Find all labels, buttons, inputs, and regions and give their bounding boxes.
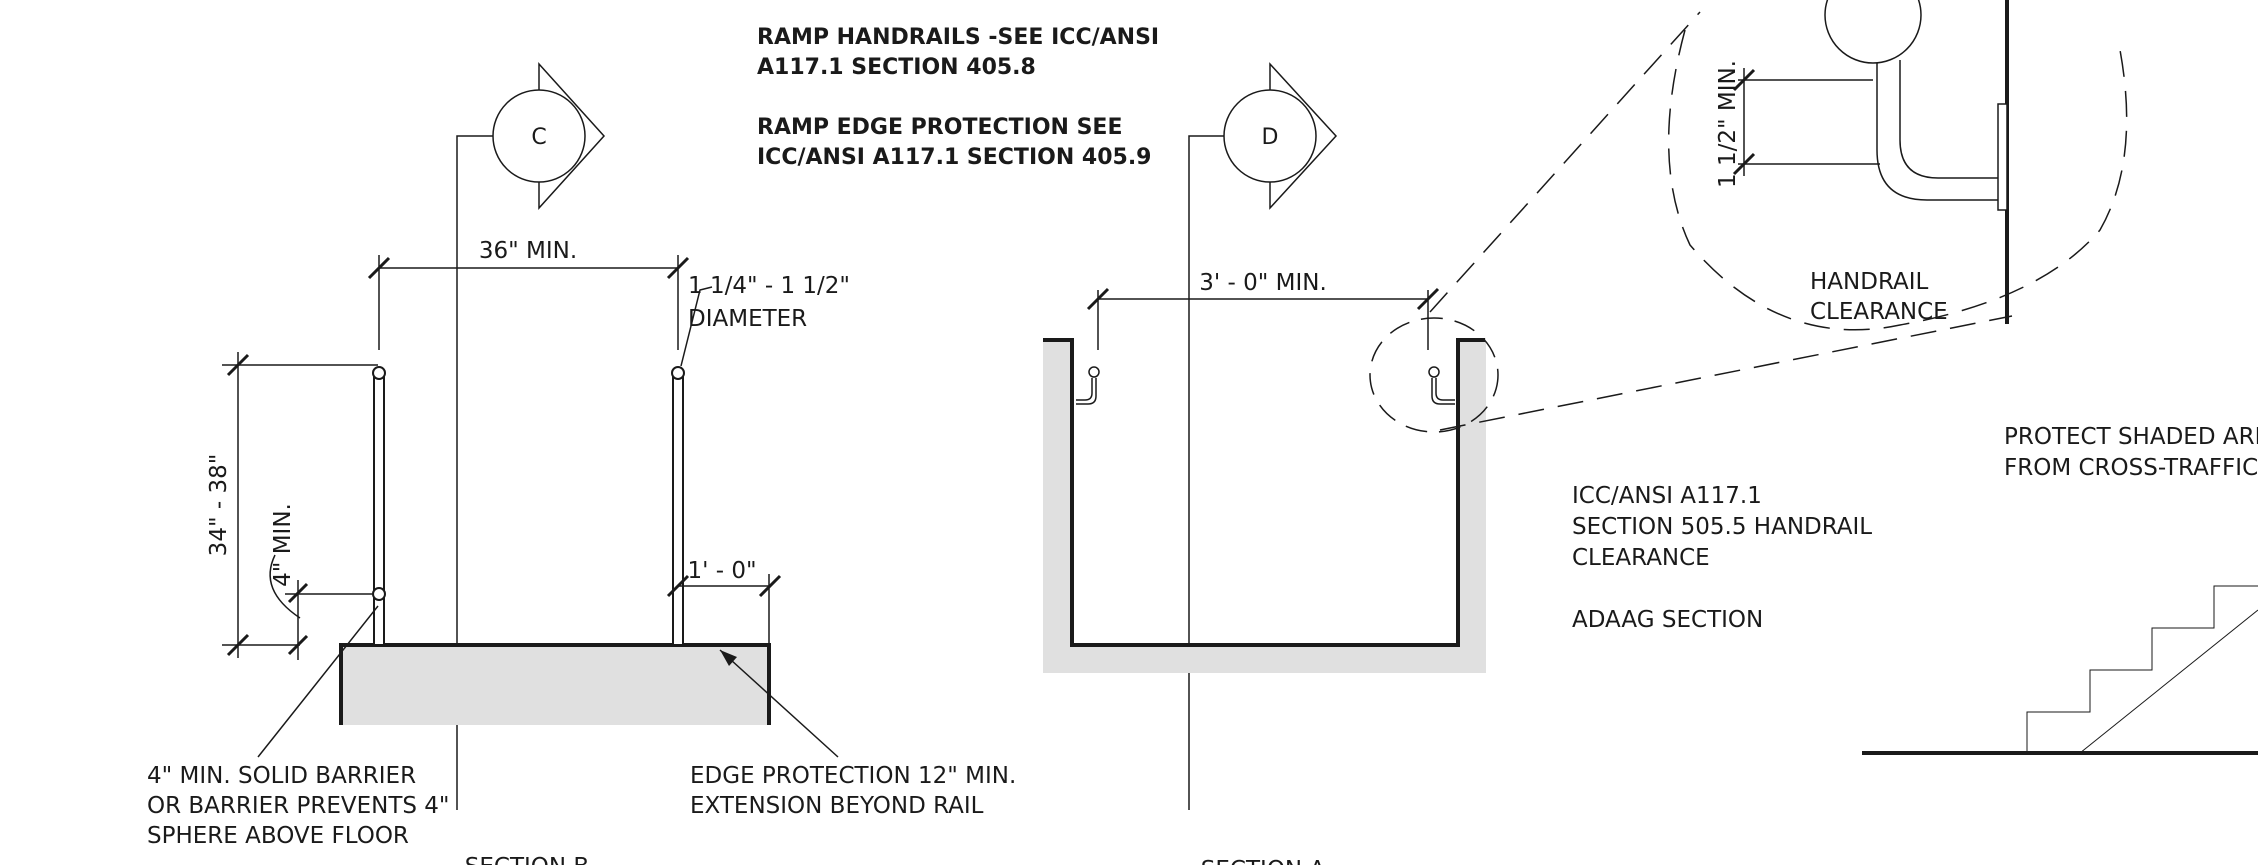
- ramp-surface-b: [339, 643, 771, 725]
- stair-nosing-line: [2079, 609, 2258, 754]
- section-a-title: SECTION A: [1201, 857, 1326, 865]
- detail-label-line2: CLEARANCE: [1810, 299, 1948, 325]
- detail-clearance-dimension: [1738, 68, 1880, 176]
- detail-label-line1: HANDRAIL: [1810, 269, 1929, 295]
- dimension-3-0-min-label: 3' - 0" MIN.: [1199, 270, 1327, 296]
- detail-enlarged-circle: [1667, 29, 2128, 331]
- detail-reference-line1: ICC/ANSI A117.1: [1572, 483, 1762, 509]
- dimension-36-min-label: 36" MIN.: [479, 238, 577, 264]
- barrier-leader: [257, 605, 379, 758]
- note-edge-line2: ICC/ANSI A117.1 SECTION 405.9: [757, 145, 1152, 170]
- edge-leader-arrow: [720, 650, 737, 666]
- dimension-4-min-label: 4" MIN.: [270, 503, 296, 587]
- note-handrails-line2: A117.1 SECTION 405.8: [757, 55, 1036, 80]
- edge-note-line2: EXTENSION BEYOND RAIL: [690, 793, 984, 819]
- handrail-top-right: [671, 366, 685, 380]
- ramp-profile-a: [1043, 338, 1485, 647]
- general-notes: RAMP HANDRAILS -SEE ICC/ANSI A117.1 SECT…: [757, 25, 1159, 170]
- section-marker-c-label: C: [531, 125, 546, 150]
- detail-reference-line2: SECTION 505.5 HANDRAIL: [1572, 514, 1872, 540]
- section-a: D 3' - 0" MIN. SECTION A: [1043, 62, 1499, 865]
- ramp-walls-shading: [1043, 338, 1486, 673]
- detail-handrail-bracket: [1876, 60, 1998, 201]
- lower-rail-left: [372, 587, 386, 601]
- detail-reference-line3: CLEARANCE: [1572, 545, 1710, 571]
- section-cut-line-d: [1188, 135, 1224, 810]
- section-marker-d-label: D: [1262, 125, 1279, 150]
- diameter-note-line2: DIAMETER: [688, 306, 807, 332]
- stair-detail: PROTECT SHADED AREA FROM CROSS-TRAFFIC: [1862, 424, 2258, 755]
- detail-callout-circle: [1369, 317, 1499, 433]
- detail-clearance-dimension-label: 1 1/2" MIN.: [1715, 60, 1741, 188]
- dimension-3-0-min: 3' - 0" MIN.: [1086, 270, 1440, 350]
- edge-leader: [719, 649, 839, 758]
- note-handrails-line1: RAMP HANDRAILS -SEE ICC/ANSI: [757, 25, 1159, 50]
- stair-note-line1: PROTECT SHADED AREA: [2004, 424, 2258, 450]
- dimension-36-min: 36" MIN.: [367, 238, 690, 350]
- detail-handrail-section: [1824, 0, 1922, 64]
- wall-handrail-left: [1076, 378, 1097, 405]
- dimension-1-0: 1' - 0": [666, 558, 782, 645]
- section-marker-d: [1223, 89, 1317, 183]
- wall-handrail-right-top: [1428, 366, 1440, 378]
- barrier-note-line2: OR BARRIER PREVENTS 4": [147, 793, 450, 819]
- dimension-34-38-label: 34" - 38": [206, 454, 232, 557]
- dimension-4-min: 4" MIN.: [269, 503, 372, 660]
- stair-steps: [2026, 585, 2258, 753]
- section-b: C 36" MIN. 1 1/4" - 1 1/2" DIAMETER 34" …: [147, 62, 1016, 865]
- handrail-post-right: [672, 372, 684, 646]
- handrail-top-left: [372, 366, 386, 380]
- wall-handrail-left-top: [1088, 366, 1100, 378]
- edge-note-line1: EDGE PROTECTION 12" MIN.: [690, 763, 1016, 789]
- handrail-clearance-detail: 1 1/2" MIN. HANDRAIL CLEARANCE ICC/ANSI …: [1429, 0, 2128, 633]
- detail-adaag: ADAAG SECTION: [1572, 607, 1763, 633]
- stair-note-line2: FROM CROSS-TRAFFIC: [2004, 455, 2258, 481]
- barrier-note-line3: SPHERE ABOVE FLOOR: [147, 823, 409, 849]
- dimension-34-38: 34" - 38": [206, 352, 378, 658]
- handrail-post-left: [373, 372, 385, 646]
- detail-leader-upper: [1429, 11, 1701, 313]
- floor-shading-b: [341, 645, 769, 725]
- diameter-note-line1: 1 1/4" - 1 1/2": [688, 273, 850, 299]
- section-marker-c: [492, 89, 586, 183]
- diameter-leader: [680, 286, 713, 367]
- detail-clearance-ticks: [1732, 68, 1756, 176]
- note-edge-line1: RAMP EDGE PROTECTION SEE: [757, 115, 1123, 140]
- detail-wall-bracket-plate: [1997, 103, 2008, 211]
- detail-leader-lower: [1439, 315, 2013, 431]
- section-cut-line-c: [456, 135, 493, 810]
- wall-handrail-right: [1431, 378, 1455, 405]
- barrier-note-line1: 4" MIN. SOLID BARRIER: [147, 763, 416, 789]
- dimension-1-0-label: 1' - 0": [687, 558, 756, 584]
- section-b-title: SECTION B: [465, 854, 589, 865]
